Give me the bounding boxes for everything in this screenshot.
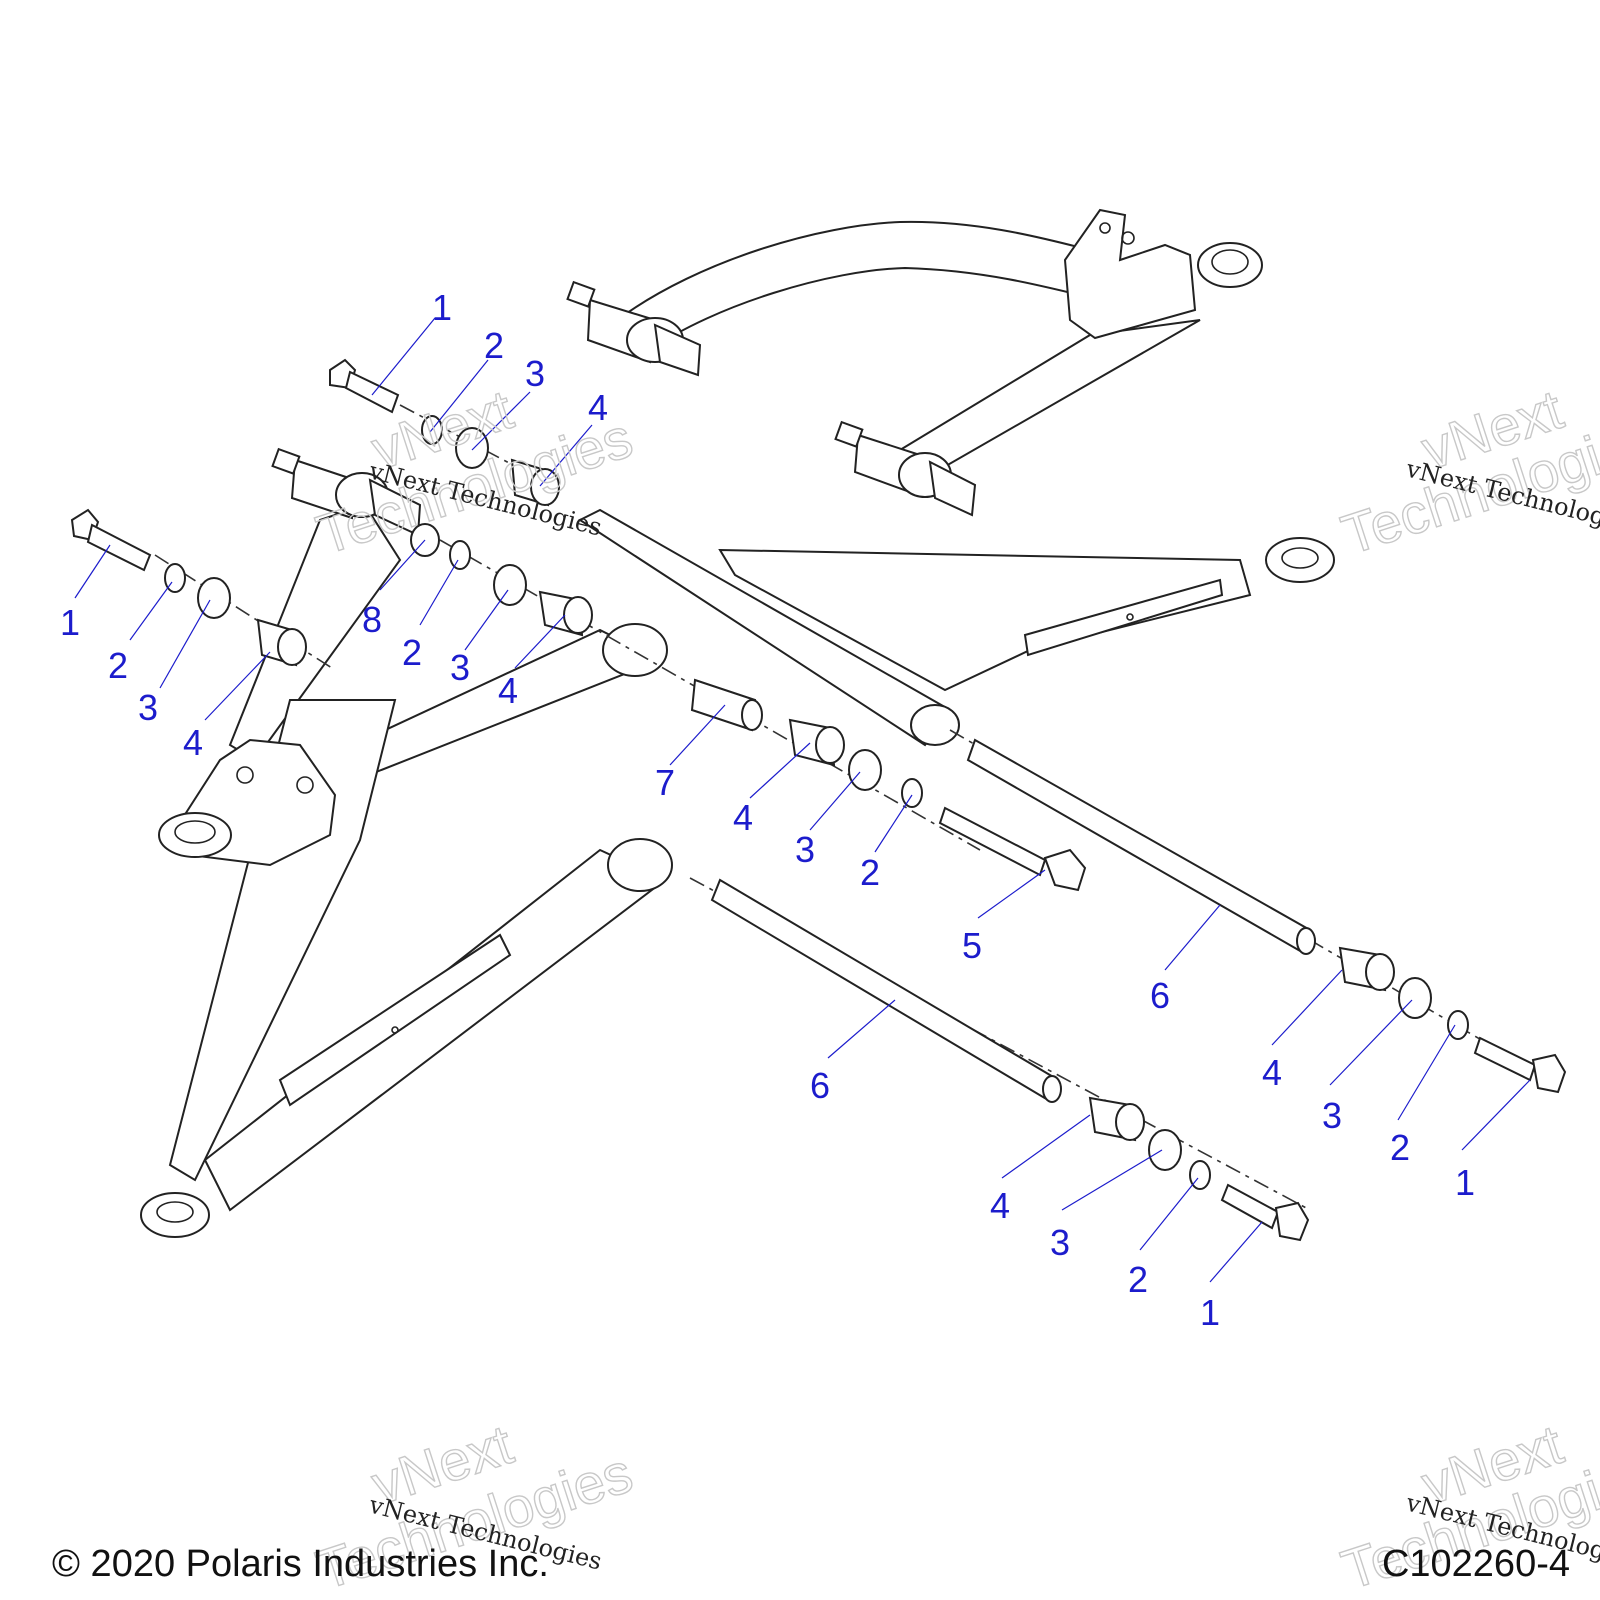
callout-6: 6 bbox=[810, 1065, 830, 1106]
upper-ball-joint-rear bbox=[834, 420, 977, 517]
lower-a-arm-front bbox=[140, 447, 673, 1238]
upper-ball-joint-front bbox=[566, 280, 702, 377]
callout-3: 3 bbox=[795, 829, 815, 870]
callout-3: 3 bbox=[525, 353, 545, 394]
lower-a-arm-rear bbox=[577, 508, 1335, 747]
callout-1: 1 bbox=[1200, 1292, 1220, 1333]
callout-4: 4 bbox=[183, 722, 203, 763]
callouts: 1 2 3 4 1 2 3 4 8 2 3 4 7 4 3 2 5 6 6 4 … bbox=[60, 287, 1475, 1333]
callout-3: 3 bbox=[1322, 1095, 1342, 1136]
copyright-text: © 2020 Polaris Industries Inc. bbox=[52, 1543, 549, 1585]
callout-5: 5 bbox=[962, 925, 982, 966]
callout-1: 1 bbox=[432, 287, 452, 328]
callout-7: 7 bbox=[655, 762, 675, 803]
watermark-upper-right: vNext Technologies vNext Technologies bbox=[1334, 376, 1600, 567]
callout-4: 4 bbox=[1262, 1052, 1282, 1093]
hardware-upper-left bbox=[329, 358, 561, 507]
callout-4: 4 bbox=[733, 797, 753, 838]
callout-2: 2 bbox=[402, 632, 422, 673]
callout-2: 2 bbox=[484, 325, 504, 366]
callout-8: 8 bbox=[362, 599, 382, 640]
callout-6: 6 bbox=[1150, 975, 1170, 1016]
callout-4: 4 bbox=[498, 670, 518, 711]
hardware-lower-right bbox=[1088, 1096, 1310, 1242]
callout-3: 3 bbox=[1050, 1222, 1070, 1263]
callout-2: 2 bbox=[108, 645, 128, 686]
leader-lines bbox=[74, 317, 1531, 1283]
pivot-tubes bbox=[689, 729, 1551, 1211]
callout-2: 2 bbox=[1390, 1127, 1410, 1168]
callout-1: 1 bbox=[1455, 1162, 1475, 1203]
callout-4: 4 bbox=[588, 387, 608, 428]
lower-ball-joint bbox=[271, 447, 422, 537]
callout-4: 4 bbox=[990, 1185, 1010, 1226]
callout-1: 1 bbox=[60, 602, 80, 643]
callout-3: 3 bbox=[450, 647, 470, 688]
callout-3: 3 bbox=[138, 687, 158, 728]
hardware-right bbox=[1338, 946, 1567, 1094]
drawing-number: C102260-4 bbox=[1381, 1543, 1570, 1585]
callout-2: 2 bbox=[860, 852, 880, 893]
callout-2: 2 bbox=[1128, 1259, 1148, 1300]
upper-a-arm bbox=[566, 208, 1263, 517]
hardware-middle bbox=[690, 678, 1087, 892]
